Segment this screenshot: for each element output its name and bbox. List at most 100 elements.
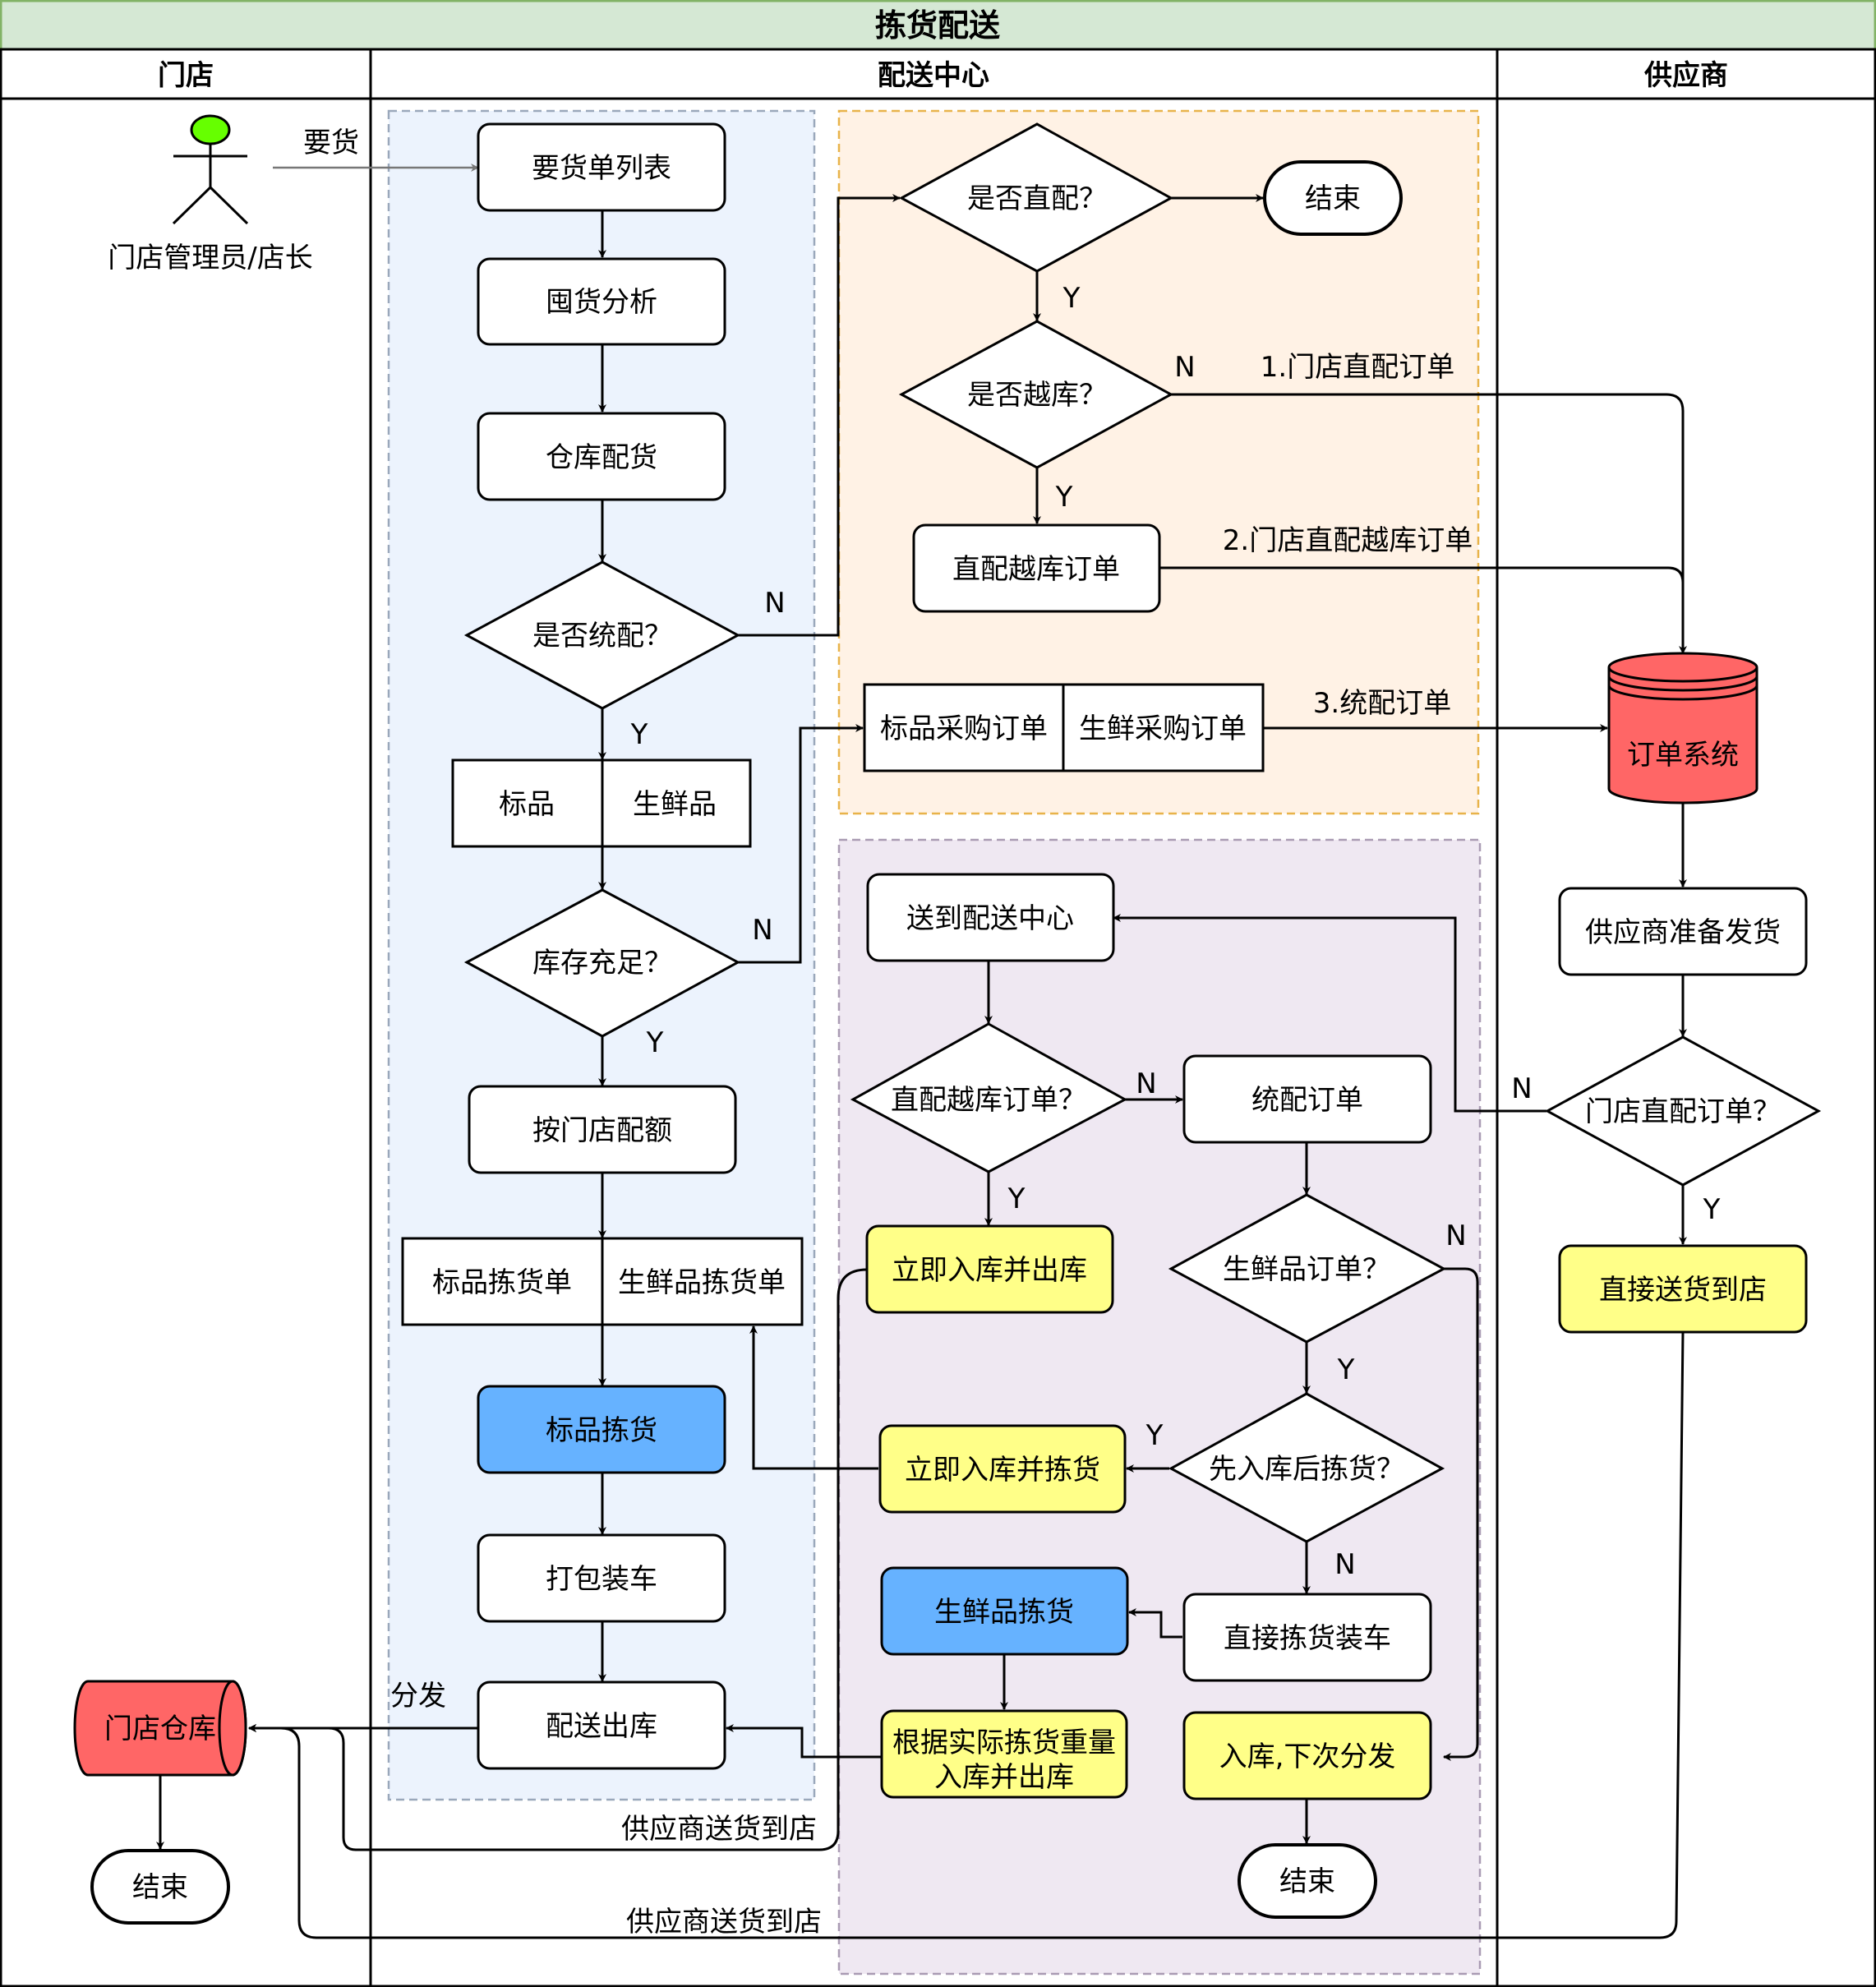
node-picklist-fresh-text: 生鲜品拣货单 [618, 1266, 786, 1299]
database-order-system [1607, 652, 1758, 804]
node-direct-load [1182, 1593, 1432, 1682]
actor-leg-left [172, 186, 212, 225]
node-pack-load-text: 打包装车 [546, 1563, 657, 1596]
lane-header-row [0, 48, 1876, 100]
edges [156, 164, 1687, 1939]
node-store-quota [468, 1085, 737, 1174]
note-next-dispatch-text: 入库,下次分发 [1219, 1740, 1396, 1773]
label-storedirect-yes: Y [1703, 1193, 1721, 1226]
decision-store-direct [1544, 1035, 1822, 1187]
edge-unified-no [738, 194, 901, 637]
node-category-fresh-text: 生鲜品 [633, 788, 717, 821]
decision-stock [463, 888, 741, 1038]
lane-center-title: 配送中心 [878, 59, 989, 92]
node-request-list [477, 122, 726, 212]
edge-directload-pickfresh [1128, 1608, 1182, 1639]
database-order-system-text: 订单系统 [1627, 739, 1739, 772]
decision-store-direct-text: 门店直配订单？ [1585, 1095, 1781, 1128]
terminator-end-mid-text: 结束 [1279, 1865, 1335, 1898]
node-pick-std [477, 1385, 726, 1474]
label-storedirect-no: N [1511, 1072, 1532, 1105]
terminator-end-store [90, 1849, 230, 1925]
node-category-std-text: 标品 [499, 788, 555, 821]
decision-cross [898, 320, 1174, 469]
edge-directdeliver-store [248, 1330, 1685, 1939]
label-fresh-no: N [1445, 1219, 1466, 1252]
decision-fresh-order [1168, 1193, 1447, 1344]
edge-instantpick-picklist [749, 1325, 878, 1470]
node-ship-out-text: 配送出库 [546, 1710, 657, 1743]
label-cross2-yes: Y [1007, 1183, 1026, 1215]
edge-stock-no [738, 724, 864, 964]
label-direct-yes: Y [1062, 282, 1081, 315]
node-stock-analysis-text: 囤货分析 [546, 286, 657, 319]
note-weight-out-line2: 入库并出库 [934, 1761, 1074, 1794]
edge-fresh-no [1443, 1267, 1479, 1761]
note-weight-out-line1: 根据实际拣货重量 [892, 1727, 1116, 1759]
title-bar [0, 0, 1876, 51]
edge-storedirect-no [1113, 914, 1546, 1113]
storage-store-warehouse-text: 门店仓库 [104, 1713, 216, 1745]
note-instant-pick [878, 1424, 1127, 1514]
label-firstin-no: N [1334, 1548, 1355, 1581]
actor-leg-right [209, 186, 249, 225]
label-unified-no: N [764, 587, 785, 620]
node-unified-order-text: 统配订单 [1251, 1084, 1363, 1117]
label-supplier-deliver-1: 供应商送货到店 [621, 1813, 817, 1846]
note-instant-out-text: 立即入库并出库 [892, 1254, 1087, 1287]
label-request: 要货 [303, 127, 359, 159]
node-warehouse-alloc [477, 412, 726, 501]
note-direct-deliver-text: 直接送货到店 [1599, 1274, 1767, 1307]
node-ship-out [477, 1680, 726, 1770]
node-supplier-prepare [1558, 887, 1808, 976]
node-warehouse-alloc-text: 仓库配货 [546, 441, 657, 474]
label-order3: 3.统配订单 [1313, 687, 1451, 720]
terminator-end-top [1263, 160, 1403, 236]
edge-weight-ship [726, 1724, 882, 1759]
decision-first-in [1168, 1392, 1445, 1543]
node-arrive-center-text: 送到配送中心 [906, 902, 1074, 935]
actor-label: 门店管理员/店长 [108, 242, 312, 274]
label-supplier-deliver-2: 供应商送货到店 [626, 1906, 822, 1939]
node-stock-analysis [477, 257, 726, 346]
label-cross-no: N [1174, 351, 1195, 384]
terminator-end-top-text: 结束 [1305, 182, 1361, 215]
node-cross-order-text: 直配越库订单 [952, 553, 1120, 586]
lane-frame [0, 97, 1876, 1987]
decision-unified [463, 560, 741, 710]
node-pick-std-text: 标品拣货 [546, 1414, 657, 1447]
decision-direct [898, 122, 1174, 273]
storage-store-warehouse [73, 1680, 247, 1777]
decision-cross-order [850, 1022, 1128, 1173]
edge-order1 [1171, 393, 1687, 654]
label-stock-yes: Y [646, 1026, 664, 1059]
decision-cross-text: 是否越库？ [967, 379, 1107, 412]
node-pack-load [477, 1533, 726, 1623]
note-instant-pick-text: 立即入库并拣货 [905, 1454, 1100, 1487]
note-next-dispatch [1182, 1711, 1432, 1800]
label-cross-yes: Y [1055, 481, 1073, 514]
node-po-std-text: 标品采购订单 [880, 712, 1048, 745]
node-cross-order [912, 523, 1161, 613]
label-fresh-yes: Y [1337, 1353, 1355, 1386]
lane-store-title: 门店 [158, 59, 214, 92]
terminator-end-store-text: 结束 [132, 1871, 188, 1904]
node-pick-fresh-text: 生鲜品拣货 [934, 1596, 1074, 1629]
note-instant-out [865, 1224, 1114, 1314]
label-order1: 1.门店直配订单 [1261, 351, 1454, 384]
decision-cross-order-text: 直配越库订单？ [891, 1084, 1086, 1117]
label-cross2-no: N [1136, 1067, 1156, 1100]
label-firstin-yes: Y [1145, 1419, 1164, 1452]
decision-first-in-text: 先入库后拣货？ [1209, 1453, 1404, 1486]
note-direct-deliver [1558, 1244, 1808, 1334]
group-receiving [837, 838, 1482, 1975]
lane-supplier-title: 供应商 [1643, 59, 1728, 92]
label-unified-yes: Y [630, 718, 648, 751]
label-stock-no: N [752, 914, 772, 947]
label-order2: 2.门店直配越库订单 [1223, 524, 1473, 557]
note-weight-out [880, 1709, 1128, 1799]
edge-order2 [1159, 566, 1685, 653]
node-unified-order [1182, 1054, 1432, 1144]
node-direct-load-text: 直接拣货装车 [1224, 1622, 1391, 1655]
